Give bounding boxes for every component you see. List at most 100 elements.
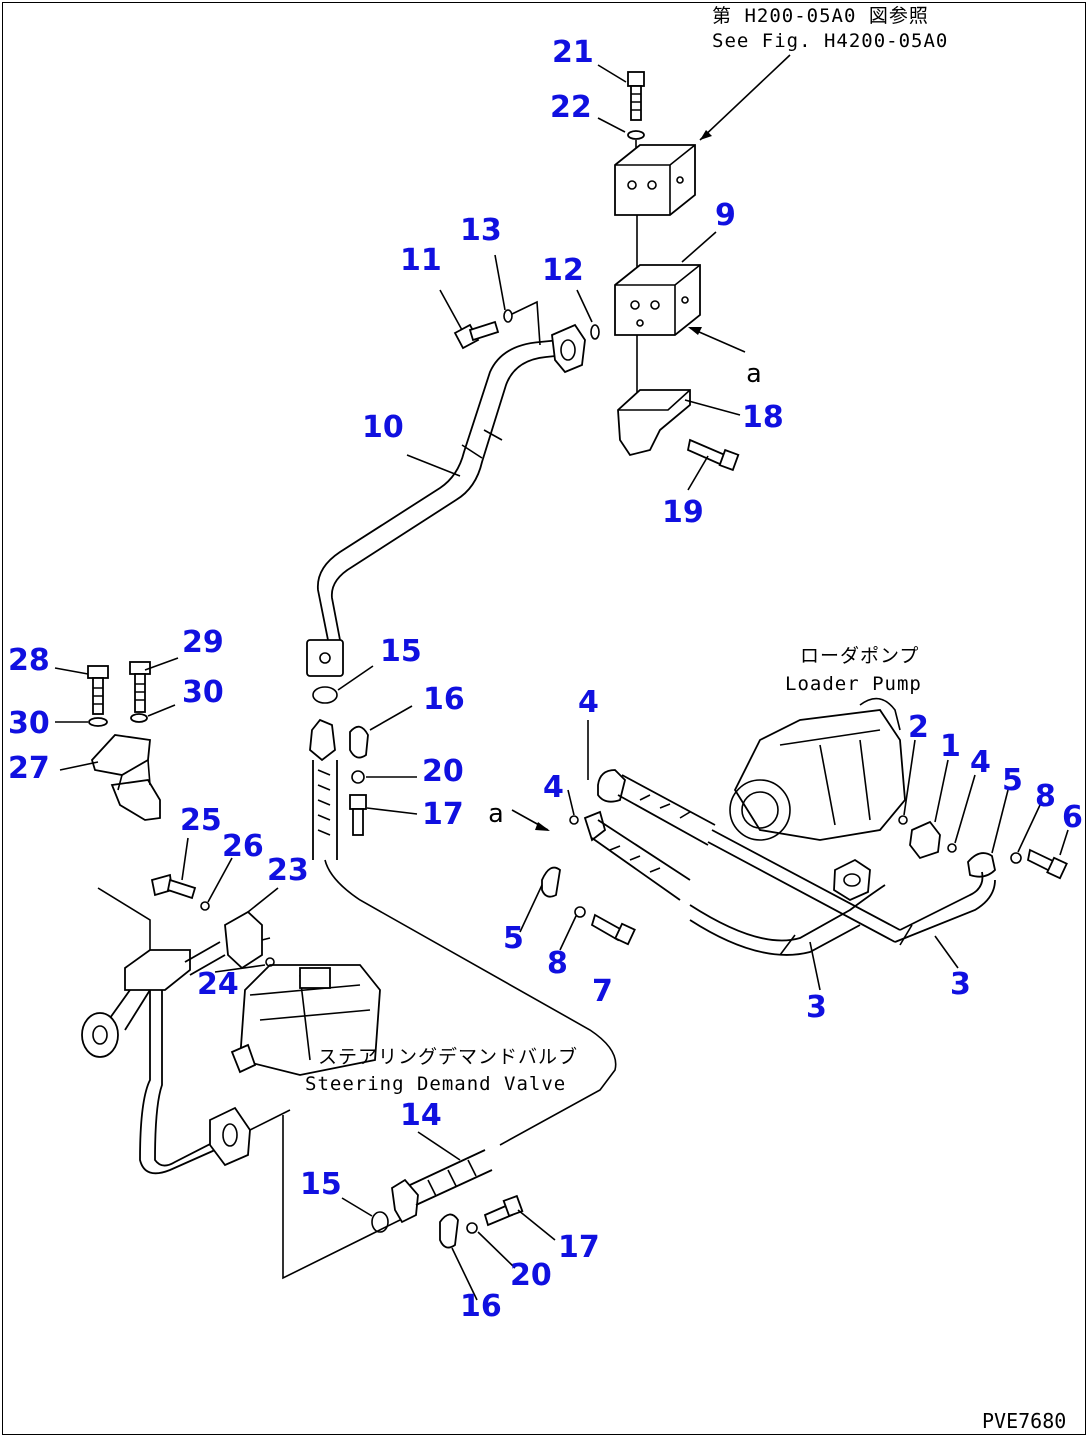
bolt-17-lower xyxy=(483,1194,524,1227)
split-flange-16-upper xyxy=(349,725,369,759)
callout-30-right: 30 xyxy=(182,675,224,710)
callout-11: 11 xyxy=(400,243,442,278)
washer-8-left xyxy=(574,906,586,918)
washer-26 xyxy=(200,901,210,911)
callout-1: 1 xyxy=(940,729,961,764)
callout-9: 9 xyxy=(715,198,736,233)
washer-13 xyxy=(503,309,513,323)
leader-lines xyxy=(54,64,1069,1301)
steering-demand-valve: ステアリングデマンドバルブ Steering Demand Valve xyxy=(230,964,578,1095)
bracket-18 xyxy=(617,389,691,457)
bolt-11 xyxy=(453,320,500,350)
marker-a-arrowhead-top xyxy=(688,327,702,335)
callout-5-left: 5 xyxy=(503,921,524,956)
callout-6: 6 xyxy=(1062,800,1083,835)
washer-30-left xyxy=(88,717,108,727)
tube-14 xyxy=(282,859,617,1280)
washer-8-right xyxy=(1010,852,1022,864)
callout-21: 21 xyxy=(552,35,594,70)
callout-30-left: 30 xyxy=(8,706,50,741)
callout-10: 10 xyxy=(362,410,404,445)
reference-note-english: See Fig. H4200-05A0 xyxy=(712,30,948,52)
callout-8-left: 8 xyxy=(547,946,568,981)
washer-22 xyxy=(627,130,645,140)
bolt-29-head xyxy=(129,661,151,675)
bolt-7 xyxy=(590,913,636,946)
callout-4-left: 4 xyxy=(543,770,564,805)
callout-16-upper: 16 xyxy=(423,682,465,717)
callout-2: 2 xyxy=(908,710,929,745)
callout-12: 12 xyxy=(542,253,584,288)
callout-27: 27 xyxy=(8,751,50,786)
callout-23: 23 xyxy=(267,853,309,888)
bolt-guide-line xyxy=(511,300,541,346)
washer-24 xyxy=(265,957,275,967)
callout-29: 29 xyxy=(182,625,224,660)
o-ring-15-upper xyxy=(312,686,338,704)
bolt-17-upper xyxy=(349,794,367,836)
upper-valve-block xyxy=(614,144,696,216)
bolt-29-shank xyxy=(134,673,146,713)
callout-numbers: 21 22 9 11 13 12 10 18 19 28 29 30 30 27… xyxy=(8,35,1083,1324)
callout-20-lower: 20 xyxy=(510,1258,552,1293)
o-ring-15-lower xyxy=(371,1211,389,1233)
callout-13: 13 xyxy=(460,213,502,248)
bracket-23 xyxy=(224,910,263,970)
marker-a-top: a xyxy=(746,359,763,389)
callout-18: 18 xyxy=(742,400,784,435)
loader-pump-label-english: Loader Pump xyxy=(785,673,922,695)
split-flange-5-right xyxy=(967,852,996,878)
valve-block-9 xyxy=(614,264,701,336)
callout-7: 7 xyxy=(592,974,613,1009)
drawing-code: PVE7680 xyxy=(982,1409,1066,1433)
callout-14: 14 xyxy=(400,1098,442,1133)
bolt-25 xyxy=(150,873,197,900)
loader-pump: ローダポンプ Loader Pump xyxy=(729,645,1068,902)
flange-1 xyxy=(909,820,941,860)
reference-arrowhead xyxy=(700,130,712,140)
washer-20-lower xyxy=(466,1222,478,1234)
o-ring-2 xyxy=(898,815,908,825)
tube-10 xyxy=(306,323,586,677)
callout-4-top: 4 xyxy=(578,685,599,720)
bolt-19 xyxy=(686,438,740,472)
callout-17-upper: 17 xyxy=(422,797,464,832)
marker-a-arrowhead-left xyxy=(535,822,550,831)
split-flange-16-lower xyxy=(439,1213,459,1249)
callout-5-right: 5 xyxy=(1002,763,1023,798)
marker-a-left: a xyxy=(488,799,505,829)
washer-20-upper xyxy=(351,770,365,784)
bracket-assembly-27 xyxy=(87,661,161,821)
callout-22: 22 xyxy=(550,90,592,125)
callout-25: 25 xyxy=(180,803,222,838)
callout-20-upper: 20 xyxy=(422,754,464,789)
bolt-21 xyxy=(627,71,645,121)
left-pipe-assembly xyxy=(81,887,291,1175)
hose-fitting-upper xyxy=(309,718,338,860)
callout-28: 28 xyxy=(8,643,50,678)
steering-valve-label-english: Steering Demand Valve xyxy=(305,1073,566,1095)
reference-note-japanese: 第 H200-05A0 図参照 xyxy=(712,5,929,27)
o-ring-12 xyxy=(590,324,600,340)
bolt-28-head xyxy=(87,665,109,679)
o-ring-4-left xyxy=(569,815,579,825)
pipe-assembly-3 xyxy=(583,769,996,956)
callout-4-right: 4 xyxy=(970,745,991,780)
valve-stack: a xyxy=(614,71,763,472)
callout-26: 26 xyxy=(222,829,264,864)
o-ring-4-right xyxy=(947,843,957,853)
callout-19: 19 xyxy=(662,495,704,530)
callout-3-right: 3 xyxy=(950,967,971,1002)
callout-15-lower: 15 xyxy=(300,1167,342,1202)
loader-pump-label-japanese: ローダポンプ xyxy=(800,645,919,667)
callout-3-left: 3 xyxy=(806,990,827,1025)
split-flange-5-left xyxy=(541,866,561,898)
callout-8-right: 8 xyxy=(1035,779,1056,814)
steering-valve-label-japanese: ステアリングデマンドバルブ xyxy=(318,1045,578,1068)
callout-16-lower: 16 xyxy=(460,1289,502,1324)
reference-leader xyxy=(699,54,791,141)
callout-15-upper: 15 xyxy=(380,634,422,669)
